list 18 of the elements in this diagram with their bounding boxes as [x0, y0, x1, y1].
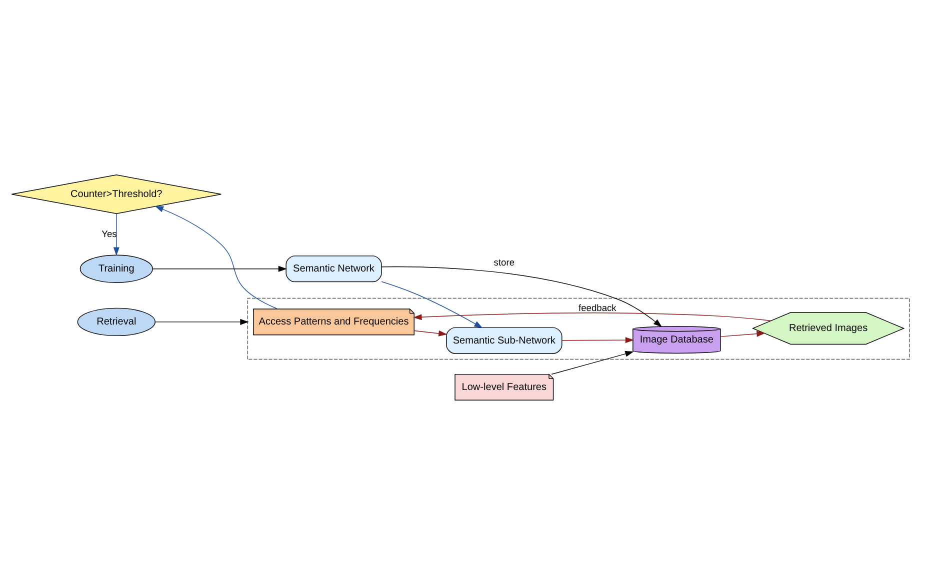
cluster: [247, 297, 910, 360]
arrow: [720, 330, 766, 336]
arrow: [381, 280, 483, 328]
arrow: [154, 318, 249, 324]
node-ellipse: Training: [80, 254, 153, 282]
arrow: [152, 265, 287, 272]
node-ellipse: Retrieval: [77, 307, 156, 336]
arrow: [562, 336, 634, 343]
edge-label: feedback: [578, 302, 616, 312]
arrow: [414, 330, 448, 336]
arrow: [413, 312, 772, 321]
node-box: Semantic Network: [286, 255, 382, 282]
arrow: [551, 350, 634, 374]
edge-label: store: [494, 257, 515, 268]
arrow: [154, 206, 278, 309]
arrow: [381, 266, 662, 327]
arrow: [113, 212, 120, 256]
node-box: Semantic Sub-Network: [446, 326, 562, 354]
